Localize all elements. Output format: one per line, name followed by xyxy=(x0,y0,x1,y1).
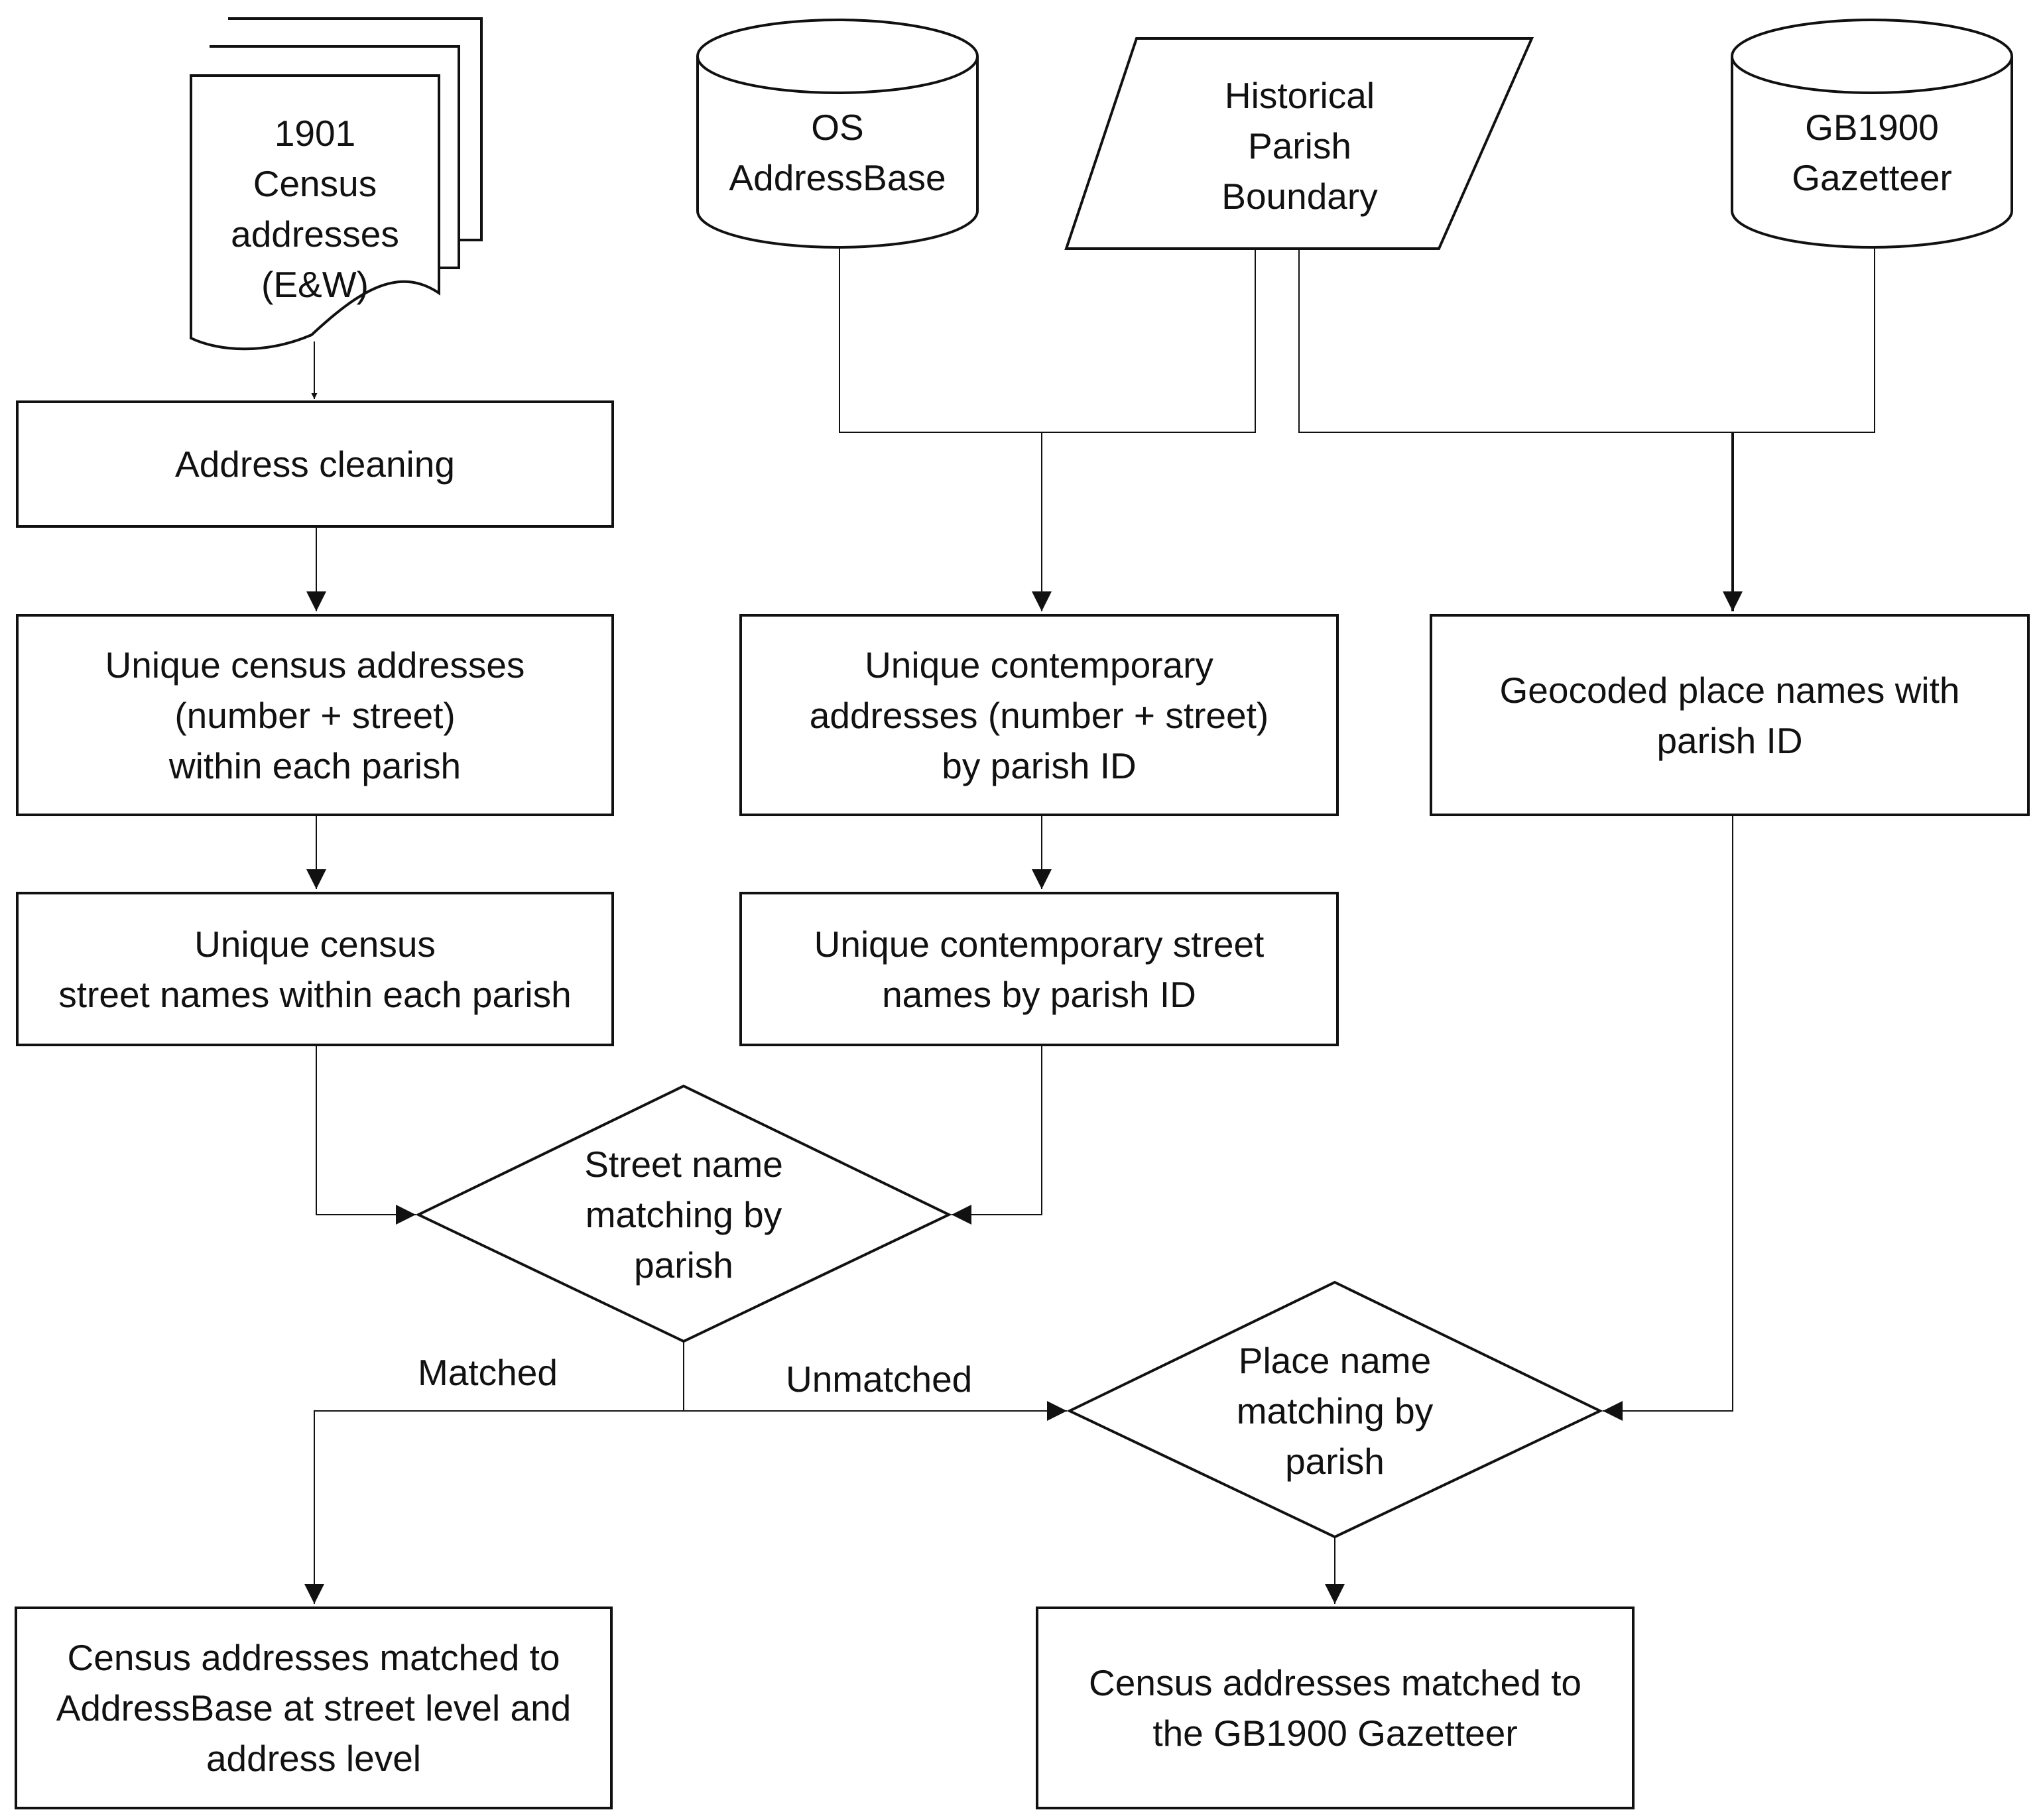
census-source-label: 1901 Census addresses (E&W) xyxy=(231,113,399,305)
os-addressbase-label: OS AddressBase xyxy=(729,107,946,198)
unique-contemporary-addresses-label: Unique contemporary addresses (number + … xyxy=(809,644,1269,786)
gazetteer-matched-label: Census addresses matched to the GB1900 G… xyxy=(1089,1662,1581,1754)
address-cleaning-box xyxy=(16,400,614,528)
matched-edge-label: Matched xyxy=(418,1352,558,1393)
unique-contemporary-streets-label: Unique contemporary street names by pari… xyxy=(814,923,1265,1015)
connector-matched-to-output xyxy=(304,1410,684,1604)
connector-os-parish-merge xyxy=(839,249,1256,433)
gb1900-label: GB1900 Gazetteer xyxy=(1792,107,1952,198)
addressbase-matched-output-box xyxy=(15,1607,613,1809)
unique-contemporary-streets-box xyxy=(739,892,1339,1046)
gb1900-cylinder-shape xyxy=(1731,19,2013,249)
gazetteer-matched-output-box xyxy=(1036,1607,1635,1809)
unique-census-streets-box xyxy=(16,892,614,1046)
place-matching-label: Place name matching by parish xyxy=(1236,1340,1434,1482)
os-addressbase-cylinder-shape xyxy=(696,19,979,249)
unique-census-addresses-label: Unique census addresses (number + street… xyxy=(105,644,525,786)
connector-parish-gb1900-merge xyxy=(1298,249,1875,433)
unmatched-edge-label: Unmatched xyxy=(786,1359,973,1400)
geocoded-place-names-label: Geocoded place names with parish ID xyxy=(1499,669,1960,761)
unique-contemporary-addresses-box xyxy=(739,614,1339,816)
census-document-stack-shape xyxy=(190,17,483,351)
addressbase-matched-label: Census addresses matched to AddressBase … xyxy=(56,1637,572,1779)
unique-census-addresses-box xyxy=(16,614,614,816)
geocoded-place-names-box xyxy=(1430,614,2030,816)
street-matching-label: Street name matching by parish xyxy=(584,1144,783,1286)
parish-boundary-label: Historical Parish Boundary xyxy=(1221,75,1378,217)
connector-census-streets-to-matching xyxy=(316,1045,416,1225)
parish-boundary-parallelogram-shape xyxy=(1064,37,1534,250)
connector-contemporary-streets-to-matching xyxy=(952,1045,1042,1225)
address-cleaning-label: Address cleaning xyxy=(175,444,455,485)
connector-geocoded-to-place-matching xyxy=(1603,815,1733,1421)
unique-census-streets-label: Unique census street names within each p… xyxy=(58,923,572,1015)
